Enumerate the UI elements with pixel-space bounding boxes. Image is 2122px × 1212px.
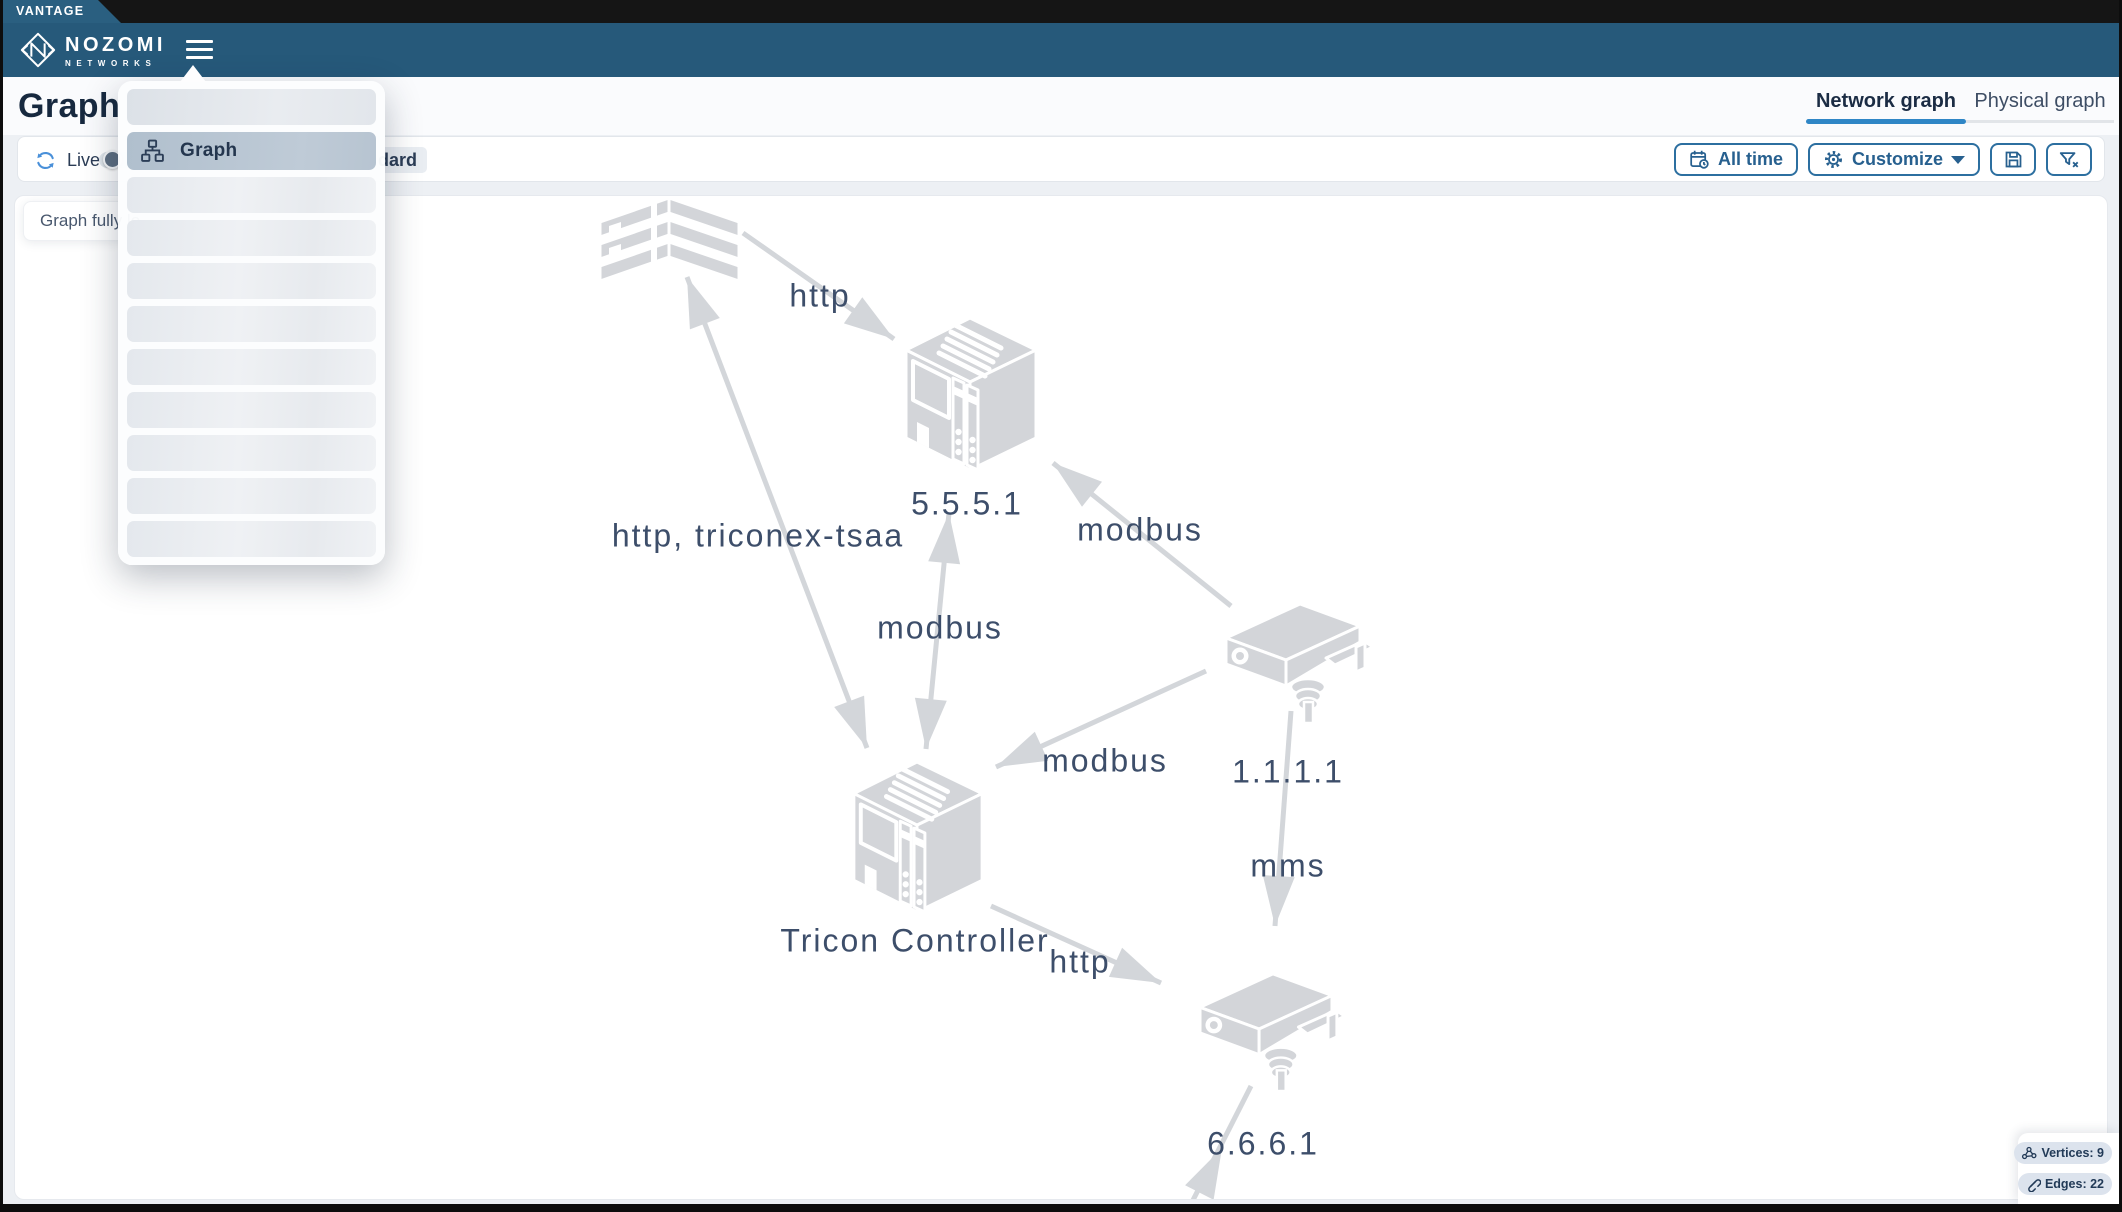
- graph-edges-layer: [684, 230, 1295, 1199]
- window-frame: [2119, 0, 2122, 1212]
- tab-network-graph-label: Network graph: [1815, 90, 1957, 112]
- menu-item-placeholder[interactable]: [127, 349, 376, 385]
- edge-label-modbus-3: modbus: [1042, 742, 1168, 779]
- menu-item-placeholder[interactable]: [127, 392, 376, 428]
- live-label: Live: [67, 150, 101, 170]
- menu-item-placeholder[interactable]: [127, 521, 376, 557]
- node-label-6-6-6-1: 6.6.6.1: [1207, 1125, 1319, 1162]
- edge-label-http-1: http: [789, 277, 851, 314]
- node-server-icon[interactable]: [599, 196, 741, 284]
- node-1-1-1-1-icon[interactable]: [1208, 596, 1378, 724]
- node-label-1-1-1-1: 1.1.1.1: [1232, 753, 1344, 790]
- node-tricon-controller-icon[interactable]: [846, 749, 989, 919]
- edge-label-http-triconex: http, triconex-tsaa: [611, 517, 905, 554]
- tab-inactive-underline: [1966, 120, 2114, 123]
- edge-label-mms: mms: [1250, 847, 1326, 884]
- filter-clear-icon: [2058, 149, 2080, 171]
- menu-item-placeholder[interactable]: [127, 89, 376, 125]
- menu-item-placeholder[interactable]: [127, 263, 376, 299]
- menu-item-placeholder[interactable]: [127, 435, 376, 471]
- menu-item-graph[interactable]: Graph: [127, 132, 376, 170]
- customize-button[interactable]: Customize: [1807, 143, 1980, 176]
- menu-item-placeholder[interactable]: [127, 306, 376, 342]
- refresh-icon[interactable]: [34, 149, 57, 172]
- org-chart-icon: [140, 139, 165, 164]
- window-frame: [0, 1204, 2122, 1212]
- brand-name: NOZOMI: [65, 34, 166, 56]
- edge-label-modbus-1: modbus: [877, 609, 1003, 646]
- node-label-5-5-5-1: 5.5.5.1: [911, 485, 1023, 522]
- gear-icon: [1823, 149, 1844, 170]
- menu-item-placeholder[interactable]: [127, 478, 376, 514]
- vertices-count-badge: Vertices: 9: [2014, 1142, 2112, 1164]
- tab-physical-graph-label: Physical graph: [1974, 90, 2106, 112]
- toolbar-actions: All time Customize: [1673, 143, 2092, 176]
- brand-subname: NETWORKS: [65, 59, 157, 68]
- app-header: NOZOMI NETWORKS: [3, 23, 2119, 77]
- all-time-label: All time: [1717, 149, 1783, 169]
- edge-label-http-2: http: [1049, 943, 1111, 980]
- save-view-button[interactable]: [1990, 143, 2036, 176]
- vertices-count-label: Vertices: 9: [2041, 1146, 2104, 1160]
- menu-item-graph-label: Graph: [180, 140, 238, 161]
- customize-label: Customize: [1851, 149, 1943, 169]
- menu-item-placeholder[interactable]: [127, 177, 376, 213]
- vertices-graph-icon: [2021, 1145, 2037, 1161]
- all-time-button[interactable]: All time: [1673, 143, 1798, 176]
- edges-count-label: Edges: 22: [2044, 1177, 2104, 1191]
- toast-message: Graph fully lo: [40, 211, 141, 230]
- save-icon: [2003, 149, 2024, 170]
- vantage-browser-tab[interactable]: VANTAGE: [3, 0, 121, 23]
- menu-item-placeholder[interactable]: [127, 220, 376, 256]
- window-frame: [0, 0, 3, 1212]
- navigation-dropdown: Graph: [118, 81, 385, 565]
- tab-network-graph[interactable]: Network graph: [1806, 77, 1966, 135]
- graph-status-panel: Vertices: 9 Edges: 22: [2014, 1133, 2119, 1204]
- browser-top-strip: VANTAGE: [0, 0, 2122, 23]
- hamburger-menu-icon[interactable]: [186, 40, 213, 60]
- edge-label-modbus-2: modbus: [1077, 511, 1203, 548]
- edges-link-icon: [2025, 1176, 2041, 1192]
- tab-physical-graph[interactable]: Physical graph: [1966, 77, 2114, 135]
- edges-count-badge: Edges: 22: [2017, 1173, 2112, 1195]
- calendar-clock-icon: [1689, 149, 1710, 170]
- brand-text: NOZOMI NETWORKS: [65, 34, 166, 68]
- page-title: Graph: [18, 87, 121, 125]
- caret-down-icon: [1951, 155, 1965, 164]
- nozomi-logo-icon: [19, 31, 57, 69]
- node-label-tricon-controller: Tricon Controller: [780, 922, 1050, 959]
- clear-filter-button[interactable]: [2046, 143, 2092, 176]
- node-6-6-6-1-icon[interactable]: [1181, 966, 1351, 1092]
- node-5-5-5-1-icon[interactable]: [898, 306, 1043, 476]
- tab-active-underline: [1806, 119, 1966, 124]
